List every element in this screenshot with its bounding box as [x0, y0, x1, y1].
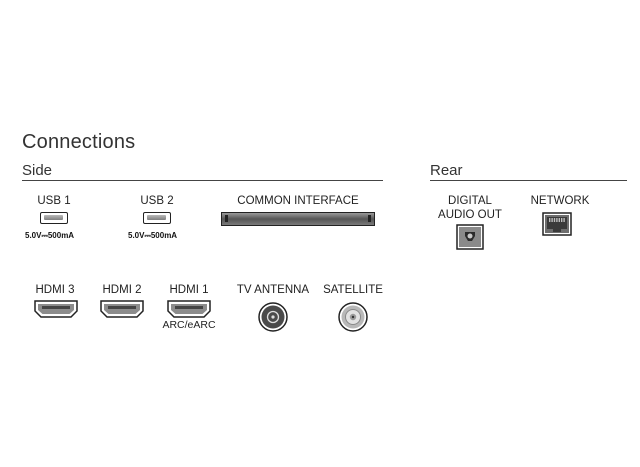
- f-connector-port-icon: [338, 302, 368, 337]
- hdmi3-label: HDMI 3: [35, 284, 75, 296]
- usb2-spec: 5.0V⎓500mA: [128, 231, 178, 240]
- hdmi2-label: HDMI 2: [102, 284, 142, 296]
- page-title: Connections: [22, 131, 136, 153]
- usb-port-icon: [40, 212, 68, 224]
- usb1-spec: 5.0V⎓500mA: [25, 231, 75, 240]
- hdmi-port-icon: [100, 300, 144, 318]
- coax-antenna-port-icon: [258, 302, 288, 337]
- usb1-label: USB 1: [37, 195, 71, 207]
- ethernet-port-icon: [542, 212, 572, 241]
- network-label: NETWORK: [530, 195, 590, 207]
- common-interface-label: COMMON INTERFACE: [237, 195, 359, 207]
- satellite-label: SATELLITE: [323, 284, 383, 296]
- usb-port-icon: [143, 212, 171, 224]
- hdmi-port-icon: [34, 300, 78, 318]
- hdmi1-label: HDMI 1: [169, 284, 209, 296]
- section-rear-heading: Rear: [430, 162, 463, 179]
- section-rear-divider: [430, 180, 627, 181]
- digital-audio-out-label-line2: AUDIO OUT: [438, 209, 502, 221]
- common-interface-slot-icon: [221, 212, 375, 226]
- optical-audio-port-icon: [456, 224, 484, 255]
- hdmi1-arc-note: ARC/eARC: [162, 319, 216, 331]
- section-side-heading: Side: [22, 162, 53, 179]
- usb2-label: USB 2: [140, 195, 174, 207]
- hdmi-port-icon: [167, 300, 211, 318]
- digital-audio-out-label-line1: DIGITAL: [448, 195, 492, 207]
- section-side-divider: [22, 180, 383, 181]
- tv-antenna-label: TV ANTENNA: [236, 284, 310, 296]
